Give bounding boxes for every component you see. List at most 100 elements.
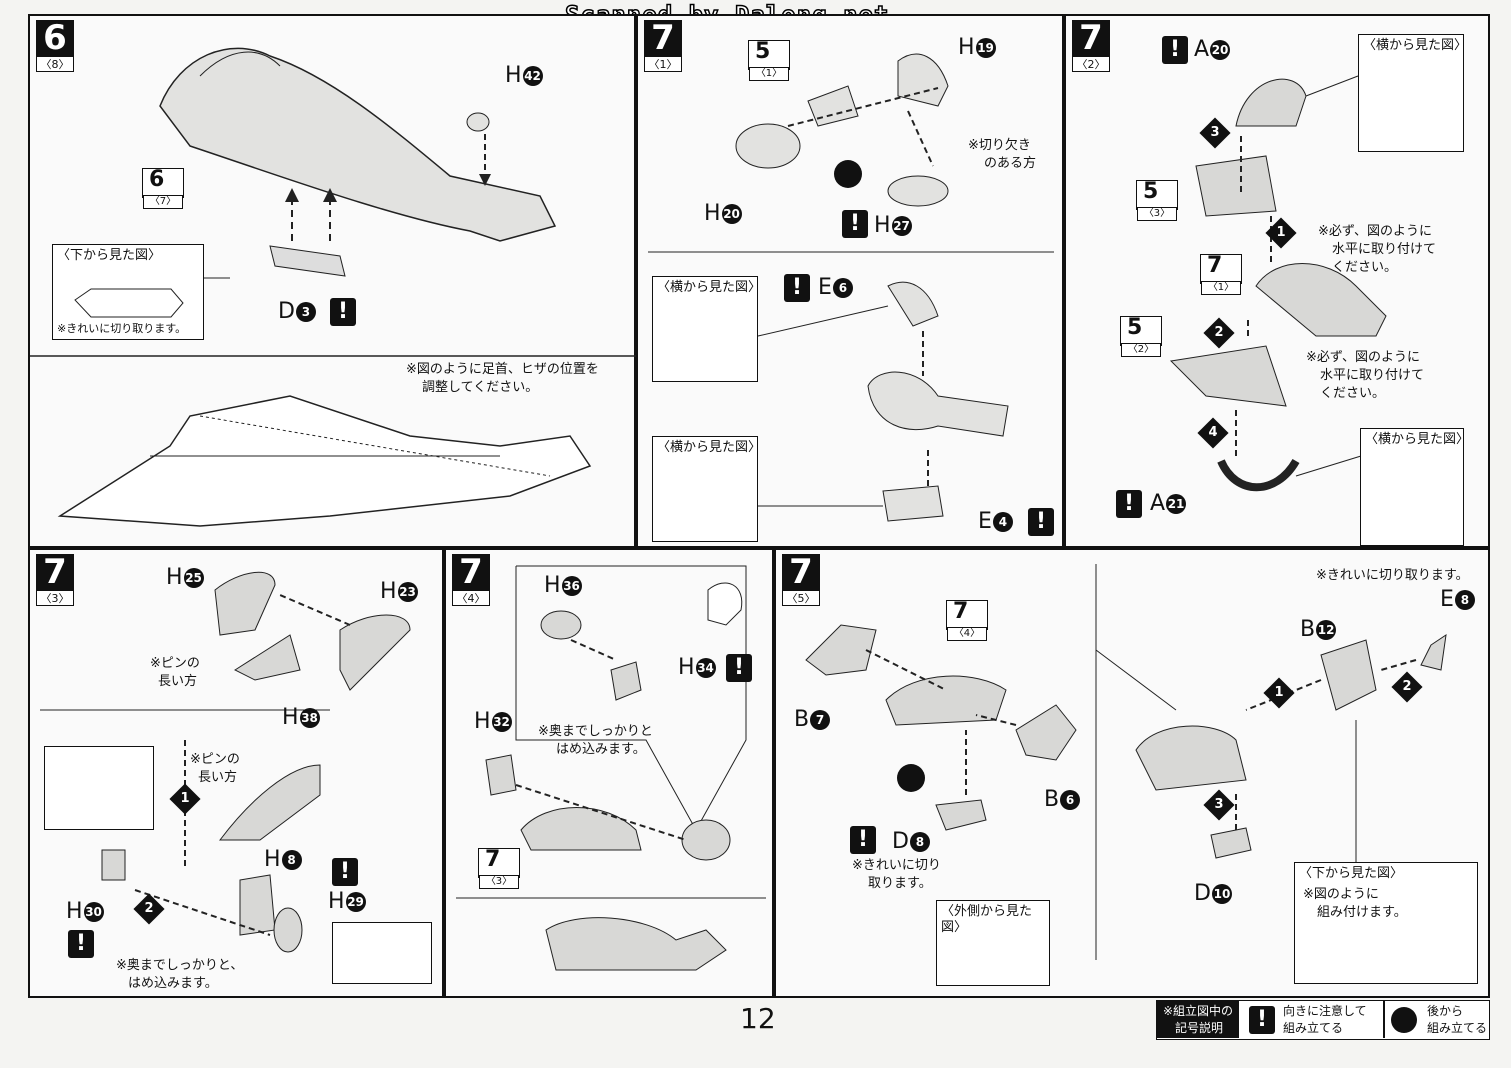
ref-part-5-2: 5〈2〉 (1120, 316, 1162, 357)
orientation-warning-icon: ! (330, 298, 356, 326)
step-7-3-illustration (40, 571, 411, 953)
cut-note-2: 取ります。 (868, 876, 932, 891)
inset-caption: 〈下から見た図〉 (1299, 866, 1404, 881)
legend-later-line2: 組み立てる (1427, 1021, 1488, 1035)
orientation-warning-icon: ! (1249, 1006, 1275, 1034)
adjust-note-2: 調整してください。 (422, 380, 539, 395)
pin-note-1a: ※ピンの (150, 656, 200, 671)
legend-orient-line1: 向きに注意して (1283, 1004, 1367, 1018)
orientation-warning-icon: ! (726, 654, 752, 682)
level-note-2c: ください。 (1320, 386, 1386, 401)
ref-part-7-4: 7〈4〉 (946, 600, 988, 641)
inset-caption: 〈横から見た図〉 (657, 440, 762, 455)
symbol-legend: ※組立図中の 記号説明 ! 向きに注意して 組み立てる 後から 組み立てる (1156, 1000, 1490, 1040)
step-number: 6 (36, 20, 74, 56)
legend-title: ※組立図中の 記号説明 (1157, 1001, 1239, 1038)
orientation-warning-icon: ! (1116, 490, 1142, 518)
orientation-warning-icon: ! (850, 826, 876, 854)
press-note-2: はめ込みます。 (556, 742, 646, 757)
sequence-marker-4: 4 (1197, 417, 1229, 449)
step-number: 7 (782, 554, 820, 590)
inset-caption: 〈横から見た図〉 (657, 280, 762, 295)
level-note-2a: ※必ず、図のように (1306, 350, 1420, 365)
adjust-note-1: ※図のように足首、ヒザの位置を (406, 362, 599, 377)
ref-part-6: 6〈7〉 (142, 168, 184, 209)
ref-part-5: 5〈1〉 (748, 40, 790, 81)
level-note-2b: 水平に取り付けて (1320, 368, 1425, 383)
inset-caption: 〈外側から見た図〉 (941, 904, 1033, 935)
substep-number: 〈8〉 (36, 56, 74, 72)
ref-part-7-1: 7〈1〉 (1200, 254, 1242, 295)
step-number: 7 (1072, 20, 1110, 56)
side-view-inset-1: 〈横から見た図〉 (652, 276, 762, 382)
legend-later-line1: 後から (1427, 1004, 1464, 1018)
bottom-view-shape (74, 288, 184, 318)
bottom-view-inset: 〈下から見た図〉 ※きれいに切り取ります。 (52, 244, 204, 340)
ref-part-7-3: 7〈3〉 (478, 848, 520, 889)
cut-note-top: ※きれいに切り取ります。 (1316, 568, 1469, 583)
substep-number: 〈1〉 (644, 56, 682, 72)
step-6-illustration (30, 47, 638, 527)
orientation-warning-icon: ! (1162, 36, 1188, 64)
press-note-2: はめ込みます。 (128, 976, 218, 991)
assemble-note-1: ※図のように (1303, 887, 1379, 902)
assemble-note-2: 組み付けます。 (1317, 905, 1407, 920)
substep-number: 〈3〉 (36, 590, 74, 606)
ref-part-5-3: 5〈3〉 (1136, 180, 1178, 221)
inset-caption: 〈横から見た図〉 (1363, 38, 1468, 53)
page-number: 12 (740, 1002, 776, 1035)
side-view-inset-bottom: 〈横から見た図〉 (1360, 428, 1469, 546)
sequence-marker-2: 2 (1203, 317, 1235, 349)
step-number: 7 (452, 554, 490, 590)
sequence-marker-3: 3 (1203, 789, 1235, 821)
substep-number: 〈5〉 (782, 590, 820, 606)
step-number: 7 (36, 554, 74, 590)
orientation-warning-icon: ! (332, 858, 358, 886)
level-note-1a: ※必ず、図のように (1318, 224, 1432, 239)
cap-detail-inset (332, 922, 432, 984)
assemble-later-icon (1391, 1007, 1417, 1033)
step-7-1-illustration (648, 53, 1054, 522)
side-view-inset-2: 〈横から見た図〉 (652, 436, 762, 542)
orientation-warning-icon: ! (68, 930, 94, 958)
side-view-inset-top: 〈横から見た図〉 (1358, 34, 1468, 152)
step-7-2-illustration (1169, 75, 1387, 492)
orientation-warning-icon: ! (1028, 508, 1054, 536)
inset-caption: 〈下から見た図〉 (57, 248, 162, 263)
press-note-1: ※奥までしっかりと (538, 724, 653, 739)
pin-detail-inset (44, 746, 154, 830)
press-note-1: ※奥までしっかりと、 (116, 958, 244, 973)
level-note-1b: 水平に取り付けて (1332, 242, 1437, 257)
notch-note-1: ※切り欠き (968, 138, 1031, 153)
cut-note: ※きれいに切り取ります。 (57, 322, 187, 335)
pin-note-2b: 長い方 (198, 770, 238, 785)
legend-title-line1: ※組立図中の (1163, 1004, 1234, 1018)
sequence-marker-1: 1 (1263, 677, 1295, 709)
sequence-marker-2: 2 (1391, 671, 1423, 703)
orientation-warning-icon: ! (784, 274, 810, 302)
substep-number: 〈2〉 (1072, 56, 1110, 72)
pin-note-1b: 長い方 (158, 674, 198, 689)
